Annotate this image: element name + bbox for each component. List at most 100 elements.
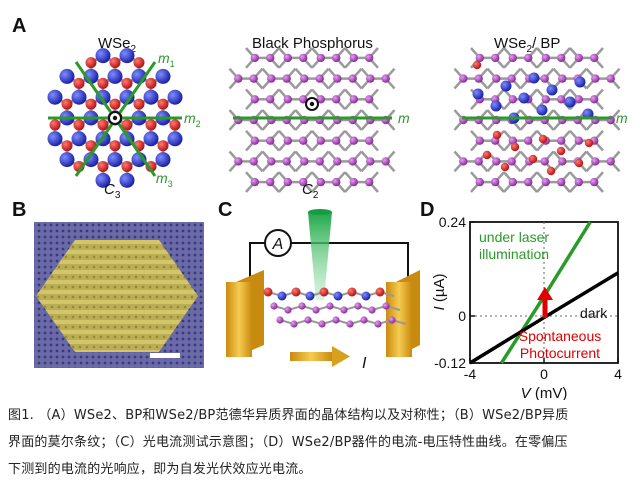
p-atom xyxy=(540,157,549,166)
w-atom xyxy=(95,172,111,188)
bp-atom xyxy=(388,316,396,324)
w-atom xyxy=(83,152,99,168)
p-atom xyxy=(283,136,292,145)
w-atom xyxy=(155,152,171,168)
p-atom xyxy=(365,53,374,63)
y-axis-label: I (µA) xyxy=(431,274,448,311)
p-atom xyxy=(349,136,358,145)
se-atom xyxy=(109,98,121,110)
se-atom xyxy=(109,140,121,152)
x-tick-label: 0 xyxy=(540,366,548,382)
p-atom xyxy=(348,157,357,166)
p-atom xyxy=(590,95,599,104)
p-atom xyxy=(558,157,567,166)
p-atom xyxy=(541,95,550,104)
wse2-atom xyxy=(263,287,273,297)
p-atom xyxy=(606,157,615,166)
w-atom xyxy=(472,88,484,100)
p-atom xyxy=(474,74,483,83)
wse2-atom xyxy=(319,287,329,297)
wse2-atom xyxy=(333,291,343,301)
p-atom xyxy=(349,177,358,187)
wse2-atom xyxy=(347,287,357,297)
se-atom xyxy=(61,98,73,110)
p-atom xyxy=(606,74,615,83)
current-arrow xyxy=(290,346,350,367)
w-atom xyxy=(59,68,75,84)
ammeter xyxy=(264,229,292,257)
wse2-atom xyxy=(277,291,287,301)
p-atom xyxy=(349,95,358,104)
w-atom xyxy=(119,48,135,64)
p-atom xyxy=(508,136,517,145)
p-atom xyxy=(332,95,341,104)
hetero-structure: WSe2/ BP m xyxy=(453,35,628,193)
se-atom xyxy=(85,98,97,110)
moire-hexagon-flake xyxy=(36,240,198,352)
p-atom xyxy=(524,53,533,63)
p-atom xyxy=(507,74,516,83)
hetero-atoms xyxy=(459,53,615,187)
p-atom xyxy=(250,95,259,104)
se-atom xyxy=(97,161,109,173)
p-atom xyxy=(249,157,258,166)
hetero-title: WSe2/ BP xyxy=(494,35,560,55)
bp-atom xyxy=(368,306,376,314)
bp-atom xyxy=(276,316,284,324)
w-atom xyxy=(546,84,558,96)
p-atom xyxy=(234,157,243,166)
panel-c: C A I xyxy=(218,199,420,372)
w-atom xyxy=(59,152,75,168)
p-atom xyxy=(365,95,374,104)
panel-label-c: C xyxy=(218,199,232,221)
w-atom xyxy=(574,76,586,88)
p-atom xyxy=(475,177,484,187)
y-tick-label: 0 xyxy=(458,308,466,324)
p-atom xyxy=(557,136,566,145)
x-tick-label: 4 xyxy=(614,366,622,382)
se-atom xyxy=(584,138,594,148)
w-atom xyxy=(47,131,63,147)
bp-atom xyxy=(290,320,298,328)
wse2-structure: WSe2 m1 m2 m3 C3 xyxy=(47,35,201,201)
w-atom xyxy=(564,96,576,108)
panel-label-a: A xyxy=(12,15,26,37)
bp-atom xyxy=(270,302,278,310)
p-atom xyxy=(316,177,325,187)
se-atom xyxy=(73,77,85,89)
m1-label: m1 xyxy=(158,50,175,69)
caption-line-3: 下测到的电流的光响应，即为自发光伏效应光电流。 xyxy=(8,462,312,477)
p-atom xyxy=(250,136,259,145)
c3-label: C3 xyxy=(104,181,121,201)
left-electrode xyxy=(226,270,264,357)
w-atom xyxy=(536,104,548,116)
w-atom xyxy=(500,80,512,92)
bp-atom xyxy=(284,306,292,314)
p-atom xyxy=(282,157,291,166)
p-atom xyxy=(491,53,500,63)
p-atom xyxy=(541,53,550,63)
w-atom xyxy=(167,89,183,105)
c2-label: C2 xyxy=(302,181,319,201)
hetero-m-label: m xyxy=(616,110,628,126)
p-atom xyxy=(574,53,583,63)
se-atom xyxy=(133,57,145,69)
w-atom xyxy=(119,172,135,188)
p-atom xyxy=(332,53,341,63)
panel-label-b: B xyxy=(12,199,26,221)
ammeter-label: A xyxy=(272,236,284,253)
p-atom xyxy=(508,177,517,187)
p-atom xyxy=(507,157,516,166)
w-atom xyxy=(71,89,87,105)
bp-atom xyxy=(304,316,312,324)
se-atom xyxy=(157,98,169,110)
p-atom xyxy=(266,177,275,187)
p-atom xyxy=(282,74,291,83)
p-atom xyxy=(574,177,583,187)
p-atom xyxy=(524,136,533,145)
p-atom xyxy=(333,74,342,83)
p-atom xyxy=(475,53,484,63)
p-atom xyxy=(249,74,258,83)
